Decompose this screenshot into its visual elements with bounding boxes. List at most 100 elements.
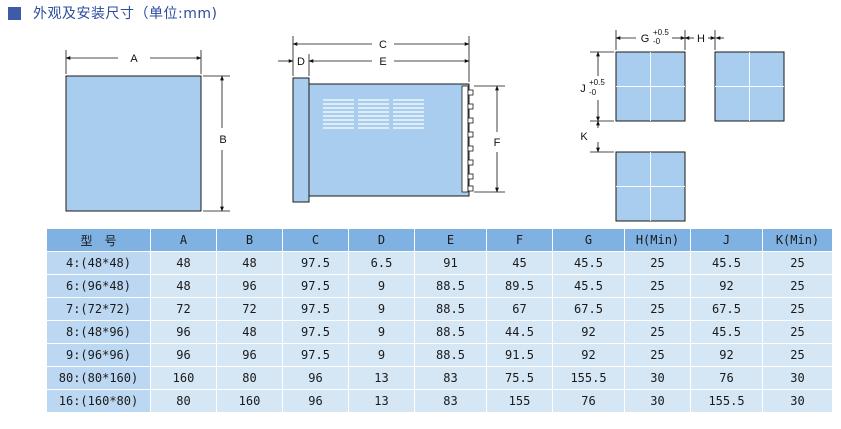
value-cell: 92 xyxy=(552,320,625,344)
col-header-f: F xyxy=(486,228,553,252)
dim-label-g: G xyxy=(641,33,650,45)
col-header-model: 型 号 xyxy=(46,228,151,252)
value-cell: 97.5 xyxy=(282,320,349,344)
value-cell: 30 xyxy=(762,366,833,390)
tol-g-minus: -0 xyxy=(653,37,661,46)
value-cell: 92 xyxy=(690,274,763,298)
dim-label-d: D xyxy=(297,56,305,68)
value-cell: 25 xyxy=(624,297,691,321)
value-cell: 92 xyxy=(552,343,625,367)
value-cell: 72 xyxy=(150,297,217,321)
col-header-c: C xyxy=(282,228,349,252)
terminal-pins xyxy=(461,85,474,193)
value-cell: 25 xyxy=(762,274,833,298)
value-cell: 155.5 xyxy=(690,389,763,413)
value-cell: 25 xyxy=(762,251,833,275)
col-header-e: E xyxy=(414,228,487,252)
value-cell: 25 xyxy=(624,343,691,367)
value-cell: 97.5 xyxy=(282,251,349,275)
model-cell: 80:(80*160) xyxy=(46,366,151,390)
value-cell: 45.5 xyxy=(690,251,763,275)
col-header-a: A xyxy=(150,228,217,252)
value-cell: 25 xyxy=(624,320,691,344)
value-cell: 96 xyxy=(150,343,217,367)
value-cell: 45.5 xyxy=(690,320,763,344)
model-cell: 7:(72*72) xyxy=(46,297,151,321)
dim-label-k: K xyxy=(580,131,588,143)
value-cell: 45.5 xyxy=(552,251,625,275)
value-cell: 67.5 xyxy=(690,297,763,321)
value-cell: 88.5 xyxy=(414,343,487,367)
value-cell: 155.5 xyxy=(552,366,625,390)
value-cell: 88.5 xyxy=(414,274,487,298)
dimension-drawings: A B xyxy=(65,28,785,222)
value-cell: 9 xyxy=(348,274,415,298)
table-row: 6:(96*48) 48 96 97.5 9 88.5 89.5 45.5 25… xyxy=(46,274,833,298)
dim-label-f: F xyxy=(494,137,501,149)
dim-label-b: B xyxy=(219,134,226,146)
value-cell: 97.5 xyxy=(282,274,349,298)
value-cell: 25 xyxy=(624,251,691,275)
tol-j-plus: +0.5 xyxy=(589,78,605,87)
col-header-j: J xyxy=(690,228,763,252)
table-row: 7:(72*72) 72 72 97.5 9 88.5 67 67.5 25 6… xyxy=(46,297,833,321)
value-cell: 25 xyxy=(762,343,833,367)
col-header-d: D xyxy=(348,228,415,252)
model-cell: 6:(96*48) xyxy=(46,274,151,298)
value-cell: 80 xyxy=(150,389,217,413)
bullet-square-icon xyxy=(8,6,21,20)
table-row: 9:(96*96) 96 96 97.5 9 88.5 91.5 92 25 9… xyxy=(46,343,833,367)
value-cell: 96 xyxy=(150,320,217,344)
value-cell: 160 xyxy=(150,366,217,390)
value-cell: 91.5 xyxy=(486,343,553,367)
panel-cutout-drawing: G +0.5 -0 H J +0.5 -0 K xyxy=(580,28,785,222)
value-cell: 67.5 xyxy=(552,297,625,321)
value-cell: 96 xyxy=(216,343,283,367)
dimension-spec-table: 型 号 A B C D E F G H(Min) J K(Min) 4:(48*… xyxy=(46,228,833,413)
value-cell: 88.5 xyxy=(414,297,487,321)
model-cell: 9:(96*96) xyxy=(46,343,151,367)
value-cell: 6.5 xyxy=(348,251,415,275)
value-cell: 160 xyxy=(216,389,283,413)
value-cell: 9 xyxy=(348,320,415,344)
value-cell: 96 xyxy=(216,274,283,298)
dim-label-h: H xyxy=(697,33,705,45)
value-cell: 30 xyxy=(624,366,691,390)
value-cell: 48 xyxy=(216,251,283,275)
table-row: 80:(80*160) 160 80 96 13 83 75.5 155.5 3… xyxy=(46,366,833,390)
value-cell: 13 xyxy=(348,389,415,413)
value-cell: 83 xyxy=(414,389,487,413)
dim-label-j: J xyxy=(580,83,586,95)
model-cell: 4:(48*48) xyxy=(46,251,151,275)
value-cell: 67 xyxy=(486,297,553,321)
col-header-h: H(Min) xyxy=(624,228,691,252)
ventilation-slots xyxy=(323,99,424,129)
value-cell: 75.5 xyxy=(486,366,553,390)
value-cell: 48 xyxy=(216,320,283,344)
value-cell: 88.5 xyxy=(414,320,487,344)
tol-j-minus: -0 xyxy=(589,88,597,97)
col-header-b: B xyxy=(216,228,283,252)
section-title: 外观及安装尺寸（单位:mm) xyxy=(33,6,218,22)
value-cell: 155 xyxy=(486,389,553,413)
value-cell: 97.5 xyxy=(282,297,349,321)
value-cell: 30 xyxy=(624,389,691,413)
value-cell: 83 xyxy=(414,366,487,390)
value-cell: 30 xyxy=(762,389,833,413)
value-cell: 72 xyxy=(216,297,283,321)
value-cell: 9 xyxy=(348,297,415,321)
table-header-row: 型 号 A B C D E F G H(Min) J K(Min) xyxy=(46,228,833,252)
value-cell: 48 xyxy=(150,251,217,275)
side-bezel xyxy=(292,77,310,203)
table-row: 8:(48*96) 96 48 97.5 9 88.5 44.5 92 25 4… xyxy=(46,320,833,344)
section-header: 外观及安装尺寸（单位:mm) xyxy=(8,2,217,24)
value-cell: 89.5 xyxy=(486,274,553,298)
value-cell: 91 xyxy=(414,251,487,275)
col-header-k: K(Min) xyxy=(762,228,833,252)
dim-label-a: A xyxy=(130,53,138,65)
col-header-g: G xyxy=(552,228,625,252)
tol-g-plus: +0.5 xyxy=(653,28,669,37)
dim-label-e: E xyxy=(379,56,386,68)
value-cell: 76 xyxy=(552,389,625,413)
front-view-drawing: A B xyxy=(65,50,230,212)
